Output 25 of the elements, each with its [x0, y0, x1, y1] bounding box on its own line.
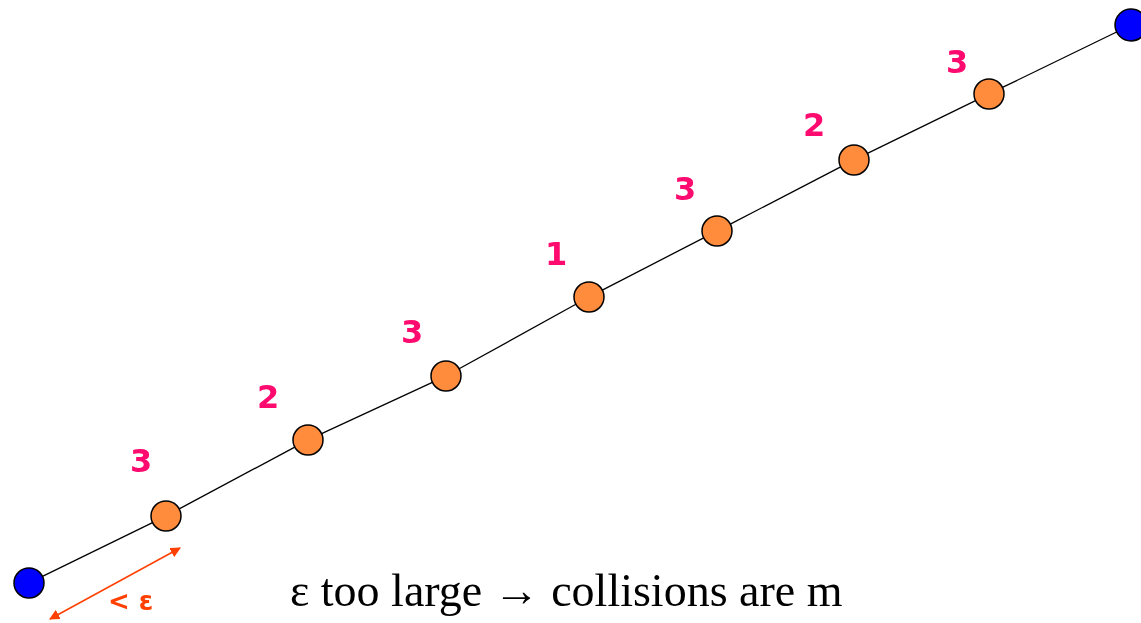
- circle-marker: [292, 424, 324, 456]
- circle-marker: [838, 144, 870, 176]
- connector-line: [178, 446, 296, 510]
- callout-number: 1: [545, 238, 568, 270]
- connector-line: [729, 166, 842, 225]
- circle-marker: [701, 215, 733, 247]
- caption-text: ε too large → collisions are m: [290, 568, 843, 614]
- circle-marker: [150, 500, 182, 532]
- connector-line: [320, 381, 434, 435]
- connector-line: [458, 303, 577, 370]
- callout-number: 3: [401, 316, 424, 348]
- connector-line: [41, 521, 154, 578]
- circle-marker: [430, 360, 462, 392]
- circle-marker: [973, 78, 1005, 110]
- connector-line: [866, 99, 977, 155]
- dimension-label: < ε: [108, 588, 154, 614]
- callout-number: 3: [674, 173, 697, 205]
- callout-number: 3: [130, 445, 153, 477]
- circle-marker: [573, 281, 605, 313]
- callout-number: 3: [946, 46, 969, 78]
- connector-line: [1001, 31, 1118, 89]
- callout-number: 2: [257, 381, 280, 413]
- connector-line: [601, 237, 705, 291]
- circle-marker: [13, 567, 45, 599]
- callout-number: 2: [803, 109, 826, 141]
